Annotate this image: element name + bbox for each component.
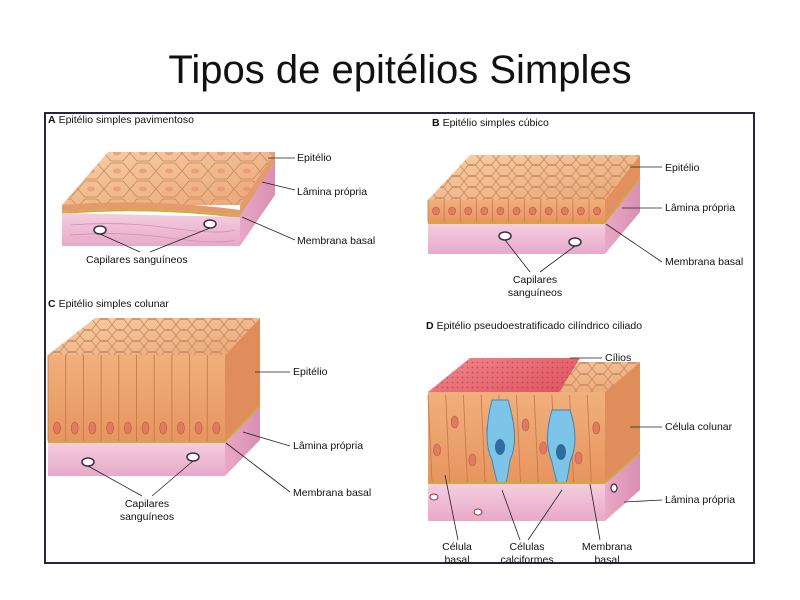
columnar-cell-nucleus bbox=[194, 421, 203, 435]
panel-c-capillary-1 bbox=[81, 457, 95, 467]
panel-d-label-celula-basal-2: basal bbox=[444, 554, 470, 566]
columnar-cell-nucleus bbox=[88, 421, 97, 435]
pseudostratified-cell-nucleus bbox=[468, 453, 477, 467]
panel-d-pseudostratified-front bbox=[428, 392, 605, 482]
panel-d-label-lamina: Lâmina própria bbox=[665, 494, 736, 506]
columnar-cell-nucleus bbox=[159, 421, 167, 435]
slide-title: Tipos de epitélios Simples bbox=[168, 48, 632, 92]
panel-a-capillary-2 bbox=[203, 219, 217, 229]
pseudostratified-cell-nucleus bbox=[592, 421, 601, 435]
panel-a-diagram bbox=[61, 152, 296, 253]
pseudostratified-cell-nucleus bbox=[539, 441, 548, 455]
panel-c-label-epitelio: Epitélio bbox=[293, 366, 328, 378]
pseudostratified-cell-nucleus bbox=[574, 451, 583, 465]
panel-b-diagram bbox=[427, 155, 663, 273]
cuboidal-cell-nucleus bbox=[560, 206, 569, 216]
cuboidal-cell-nucleus bbox=[480, 206, 489, 216]
columnar-cell-nucleus bbox=[53, 421, 61, 435]
columnar-cell-nucleus bbox=[177, 421, 185, 435]
panel-c-label-membrana: Membrana basal bbox=[293, 487, 372, 499]
panel-b-label-lamina: Lâmina própria bbox=[665, 202, 736, 214]
panel-a-basal-line bbox=[61, 161, 276, 219]
panel-c-label-lamina: Lâmina própria bbox=[293, 440, 364, 452]
panel-d-label-calciformes-1: Células bbox=[509, 541, 545, 553]
panel-d-label-membrana-1: Membrana bbox=[581, 541, 633, 553]
panel-b-label-capilares-2: sanguíneos bbox=[507, 287, 563, 299]
cuboidal-cell-nucleus bbox=[464, 206, 473, 216]
columnar-cell-nucleus bbox=[141, 421, 150, 435]
panel-d-label-calciformes-2: calciformes bbox=[500, 554, 554, 566]
panel-d-label-celula-basal-1: Célula bbox=[442, 541, 472, 553]
panel-a-label-epitelio: Epitélio bbox=[297, 152, 332, 164]
panel-b-label-membrana: Membrana basal bbox=[665, 256, 744, 268]
columnar-cell-nucleus bbox=[70, 421, 79, 435]
panel-a-label-capilares: Capilares sanguíneos bbox=[86, 254, 188, 266]
columnar-cell-nucleus bbox=[124, 421, 132, 435]
panel-a-lamina-front bbox=[62, 213, 240, 246]
columnar-cell-nucleus bbox=[106, 421, 114, 435]
cuboidal-cell-nucleus bbox=[512, 206, 521, 216]
panel-c-diagram bbox=[47, 318, 291, 497]
columnar-cell-nucleus bbox=[212, 421, 221, 435]
panel-d-label-membrana-2: basal bbox=[594, 554, 620, 566]
cuboidal-cell-nucleus bbox=[593, 206, 601, 216]
pseudostratified-cell-nucleus bbox=[433, 443, 441, 457]
panel-d-label-celula-colunar: Célula colunar bbox=[665, 421, 733, 433]
panel-b-label-epitelio: Epitélio bbox=[665, 162, 700, 174]
panel-d-lamina-front bbox=[428, 484, 605, 521]
cuboidal-cell-nucleus bbox=[496, 206, 505, 216]
panel-d-diagram bbox=[427, 357, 663, 541]
panel-b-capillary-2 bbox=[568, 237, 582, 247]
cuboidal-cell-nucleus bbox=[528, 206, 537, 216]
cuboidal-cell-nucleus bbox=[544, 206, 553, 216]
pseudostratified-cell-nucleus bbox=[521, 418, 530, 432]
panel-a-capillary-1 bbox=[93, 225, 107, 235]
panel-a-label-membrana: Membrana basal bbox=[297, 235, 376, 247]
cuboidal-cell-nucleus bbox=[577, 206, 585, 216]
panel-c-capillary-2 bbox=[186, 452, 200, 462]
panel-c-label-capilares-2: sanguíneos bbox=[119, 511, 175, 523]
panel-b-capillary-1 bbox=[498, 231, 512, 241]
pseudostratified-cell-nucleus bbox=[450, 415, 459, 429]
panel-c-label-capilares-1: Capilares bbox=[124, 498, 170, 510]
cuboidal-cell-nucleus bbox=[448, 206, 456, 216]
panel-d-label-cilios: Cílios bbox=[605, 352, 632, 364]
panel-b-label-capilares-1: Capilares bbox=[512, 274, 558, 286]
panel-a-label-lamina: Lâmina própria bbox=[297, 186, 368, 198]
cuboidal-cell-nucleus bbox=[432, 206, 440, 216]
